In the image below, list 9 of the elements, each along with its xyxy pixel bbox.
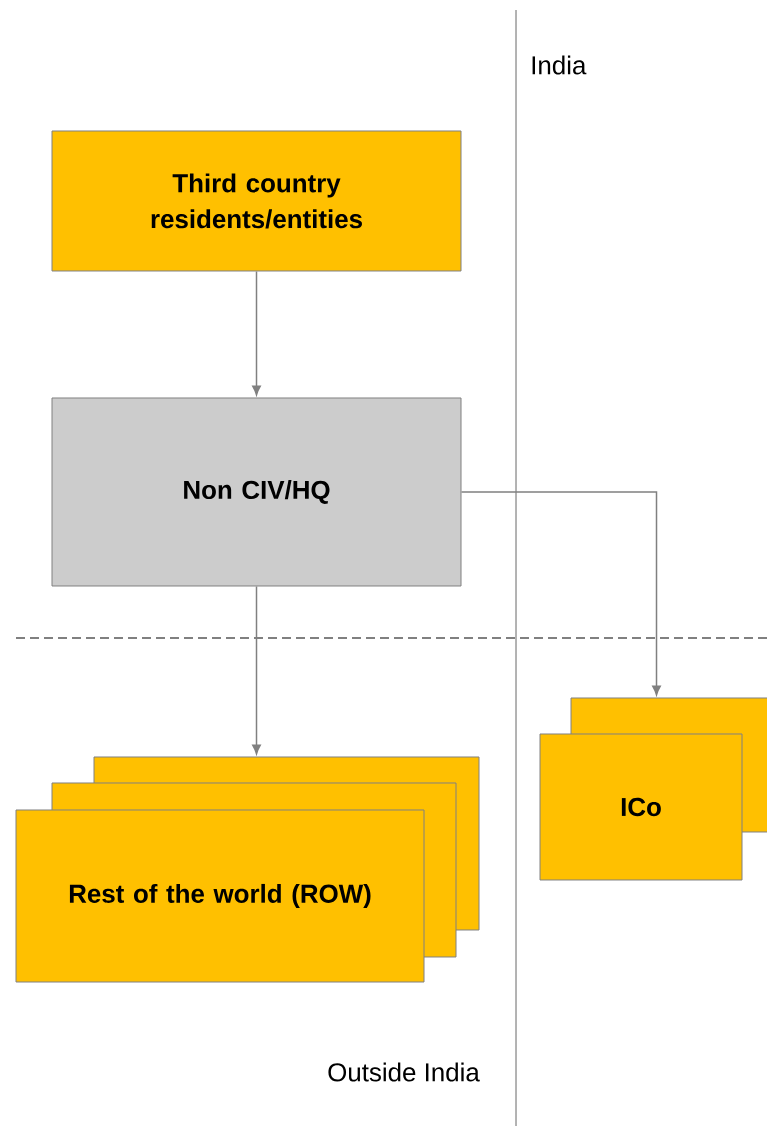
region-label: India: [532, 55, 587, 75]
process-box: Non CIV/HQ: [51, 397, 462, 587]
stacked-boxes: ICo: [539, 697, 767, 881]
stacked-boxes: Rest of the world (ROW): [15, 756, 480, 983]
arrow: [252, 585, 261, 755]
process-box: Third country residents/entities: [51, 130, 462, 272]
arrow: [460, 491, 661, 696]
region-label: Outside India: [328, 1062, 480, 1082]
arrow: [252, 270, 261, 396]
